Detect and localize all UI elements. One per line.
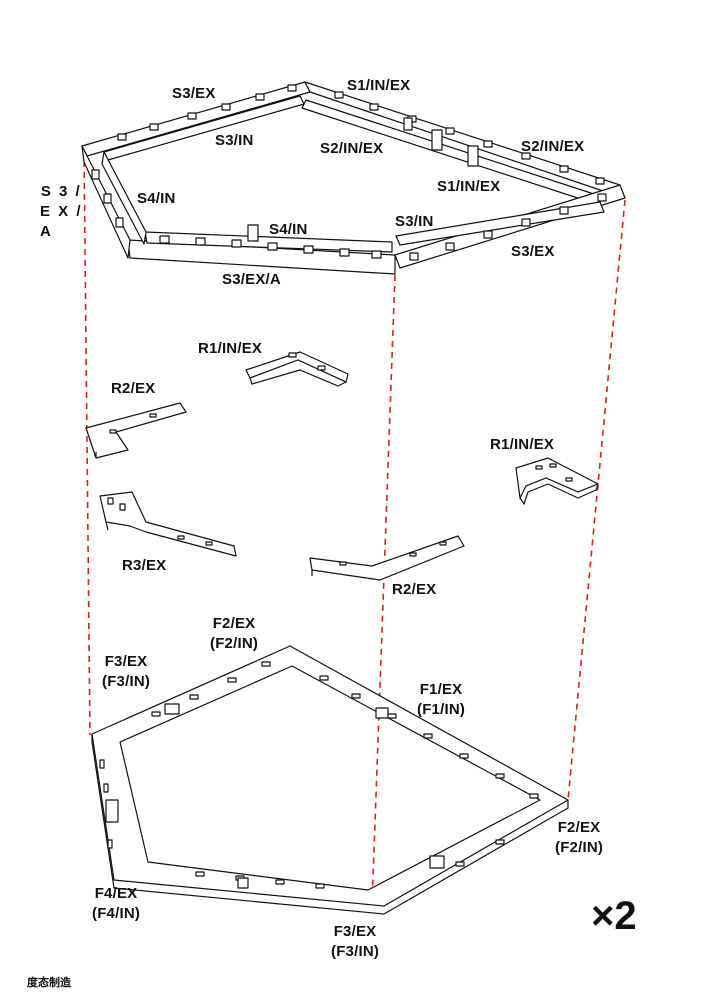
label-f1-right-line2: (F1/IN): [417, 701, 466, 718]
r2-piece-left: [85, 402, 187, 459]
label-r3-ex: R3/EX: [122, 557, 167, 574]
label-f2-top-line1: F2/EX: [212, 615, 256, 632]
label-s3-ex-a-left-line3: A: [40, 223, 53, 240]
wall-left-inner: [101, 151, 147, 245]
label-f2-right-line2: (F2/IN): [555, 839, 604, 856]
guide-line-left: [83, 149, 91, 736]
label-f3-left-line1: F3/EX: [104, 653, 148, 670]
label-s3-ex-a-left-line1: S 3 /: [40, 183, 82, 200]
label-f4-bottom: F4/EX (F4/IN): [92, 884, 140, 924]
label-s3-in-top: S3/IN: [215, 132, 254, 149]
label-s4-in-front: S4/IN: [269, 221, 308, 238]
label-f4-bottom-line1: F4/EX: [94, 885, 138, 902]
floor-frame: [91, 645, 569, 915]
wall-front-inner: [144, 231, 393, 253]
label-s3-ex-top: S3/EX: [172, 85, 216, 102]
label-s2-in-ex-right: S2/IN/EX: [521, 138, 585, 155]
quantity-multiplier: ×2: [591, 894, 637, 938]
label-f2-top: F2/EX (F2/IN): [210, 614, 258, 654]
label-r2-ex-a: R2/EX: [111, 380, 156, 397]
floor-tabs: [99, 661, 539, 889]
label-f2-right-line1: F2/EX: [557, 819, 601, 836]
label-f2-top-line2: (F2/IN): [210, 635, 259, 652]
wall-back-left-inner: [103, 95, 305, 161]
label-s1-in-ex-right: S1/IN/EX: [437, 178, 501, 195]
label-f3-bottom-line1: F3/EX: [333, 923, 377, 940]
guide-lines: [83, 149, 626, 906]
label-f3-bottom: F3/EX (F3/IN): [331, 922, 379, 962]
label-s3-ex-a-front: S3/EX/A: [222, 271, 281, 288]
wall-tabs: [91, 84, 607, 261]
floor-frame-outline: [91, 645, 569, 907]
label-s4-in-left: S4/IN: [137, 190, 176, 207]
label-s1-in-ex-top: S1/IN/EX: [347, 77, 411, 94]
label-s2-in-ex-mid: S2/IN/EX: [320, 140, 384, 157]
floor-frame-edge: [91, 734, 569, 915]
label-f2-right: F2/EX (F2/IN): [555, 818, 603, 858]
label-s3-ex-front: S3/EX: [511, 243, 555, 260]
label-s3-ex-a-left-line2: E X /: [40, 203, 83, 220]
wall-right-inner: [395, 201, 605, 246]
r1-piece-right: [515, 457, 599, 505]
wall-frame: [81, 81, 626, 275]
label-f4-bottom-line2: (F4/IN): [92, 905, 141, 922]
guide-line-right: [567, 199, 626, 801]
label-s3-in-front: S3/IN: [395, 213, 434, 230]
r-pieces: [85, 351, 599, 581]
label-r1-in-ex-b: R1/IN/EX: [490, 436, 555, 453]
label-f1-right: F1/EX (F1/IN): [417, 680, 465, 720]
r1-piece-top: [245, 351, 349, 387]
r3-piece: [99, 491, 237, 557]
r2-piece-center: [309, 535, 465, 581]
label-f3-bottom-line2: (F3/IN): [331, 943, 380, 960]
label-f3-left-line2: (F3/IN): [102, 673, 151, 690]
credit-text: 度态制造: [27, 976, 71, 989]
label-f1-right-line1: F1/EX: [419, 681, 463, 698]
label-s3-ex-a-left: S 3 / E X / A: [40, 182, 83, 242]
label-r2-ex-b: R2/EX: [392, 581, 437, 598]
label-r1-in-ex-a: R1/IN/EX: [198, 340, 263, 357]
label-f3-left: F3/EX (F3/IN): [102, 652, 150, 692]
